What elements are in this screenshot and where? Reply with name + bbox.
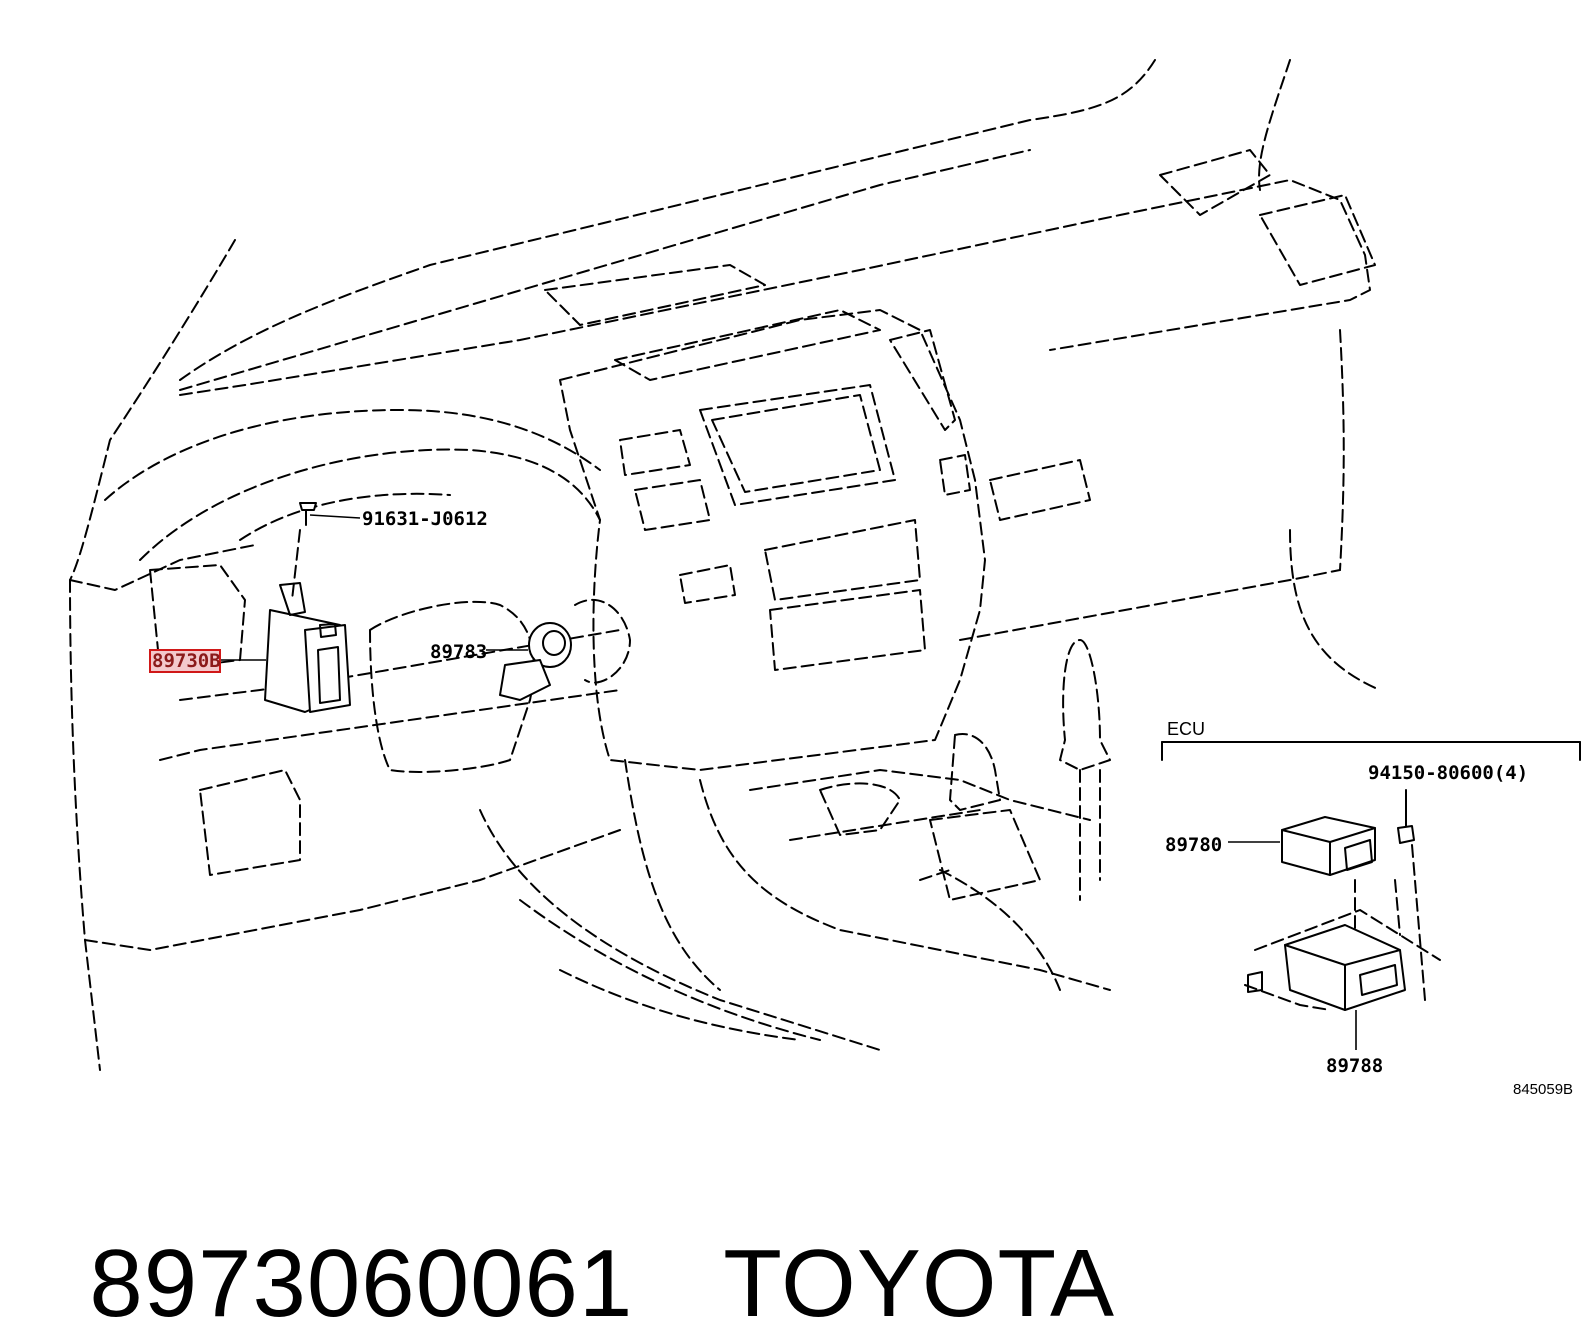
label-94150-80600[interactable]: 94150-80600(4) xyxy=(1368,762,1528,784)
label-89783[interactable]: 89783 xyxy=(430,641,487,663)
part-89788-bracket[interactable] xyxy=(1244,879,1441,1011)
highlight-box xyxy=(149,649,221,673)
label-89788[interactable]: 89788 xyxy=(1326,1055,1383,1077)
leader-91631 xyxy=(309,514,361,519)
ecu-group-bracket xyxy=(1161,741,1581,761)
part-91631-screw[interactable] xyxy=(291,502,317,601)
drawing-code: 845059B xyxy=(1513,1081,1573,1098)
part-89783-switch[interactable] xyxy=(499,622,572,701)
label-ecu: ECU xyxy=(1167,719,1205,739)
part-89730b-module[interactable] xyxy=(264,582,351,713)
part-number: 8973060061 xyxy=(89,1230,634,1337)
label-89730b[interactable]: 89730B xyxy=(152,650,221,672)
part-94150-nut[interactable] xyxy=(1397,789,1426,1001)
part-89780-ecu[interactable] xyxy=(1281,816,1376,876)
dashboard-outline xyxy=(69,59,1381,1071)
label-89780[interactable]: 89780 xyxy=(1165,834,1222,856)
label-91631-j0612[interactable]: 91631-J0612 xyxy=(362,508,488,530)
brand-name: TOYOTA xyxy=(723,1230,1116,1337)
